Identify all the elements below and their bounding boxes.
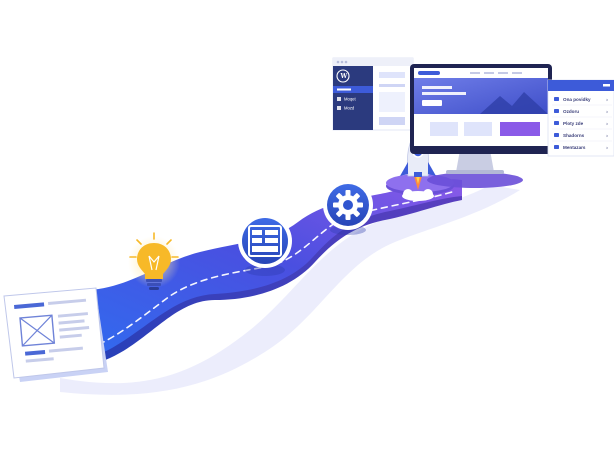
wp-menu-item: Mozd (344, 106, 355, 111)
side-menu-item: Ona povidky › (554, 97, 608, 104)
chevron-right-icon: › (606, 122, 608, 128)
side-menu-item: Ozdoru › (554, 109, 608, 116)
lightbulb-icon (128, 232, 180, 290)
layout-grid-icon (238, 214, 292, 276)
chevron-right-icon: › (606, 98, 608, 104)
wp-menu-item: Moqet (344, 97, 356, 102)
road-shadow (60, 185, 520, 395)
wordpress-logo-icon (336, 69, 350, 83)
chevron-right-icon: › (606, 134, 608, 140)
side-menu-item: Shadorns › (554, 133, 608, 140)
wp-admin-window: W Moqet Mozd (332, 57, 414, 131)
side-menu-item: Ploty zde › (554, 121, 608, 128)
side-menu-label: Ploty zde (563, 121, 584, 126)
side-menu-panel: Ona povidky › Ozdoru › Ploty zde › Shado… (547, 79, 614, 157)
side-menu-item: Mentazars › (554, 145, 608, 152)
side-menu-label: Ozdoru (563, 109, 579, 114)
gear-icon (323, 180, 373, 235)
side-panel-header (548, 80, 614, 91)
side-menu-label: Mentazars (563, 145, 586, 150)
wireframe-document-icon (3, 287, 108, 382)
road (60, 179, 462, 360)
svg-text:W: W (340, 73, 348, 80)
chevron-right-icon: › (606, 146, 608, 152)
side-menu-label: Shadorns (563, 133, 585, 138)
monitor (410, 64, 552, 188)
chevron-right-icon: › (606, 110, 608, 116)
side-menu-label: Ona povidky (563, 97, 591, 102)
